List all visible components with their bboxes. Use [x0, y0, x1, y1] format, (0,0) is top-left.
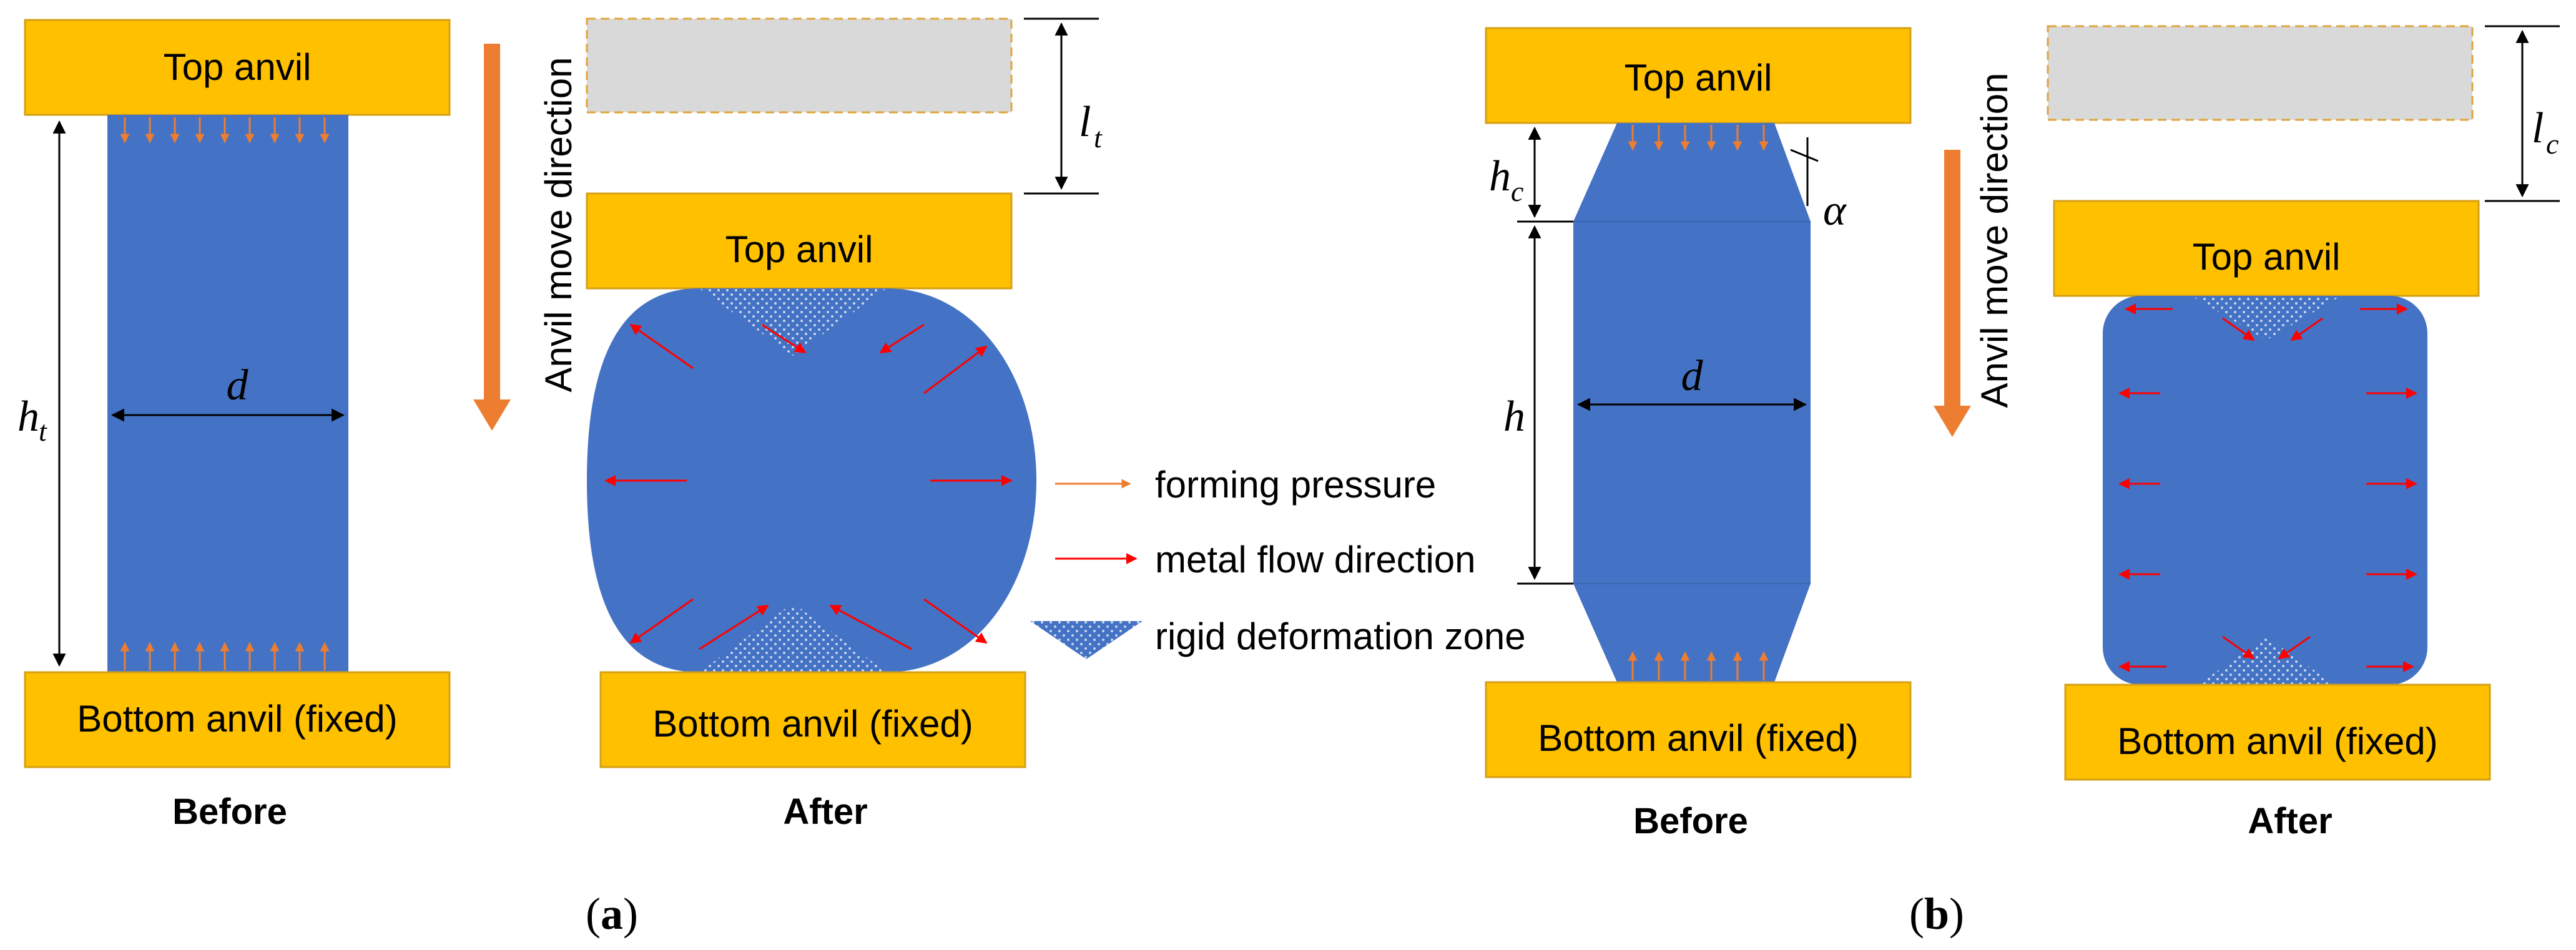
legend-rigid-zone-swatch-icon: [1030, 621, 1143, 659]
flow-arrow-icon: [761, 323, 807, 354]
panel-b-before-angle-symbol: α: [1823, 187, 1847, 235]
legend: forming pressure metal flow direction ri…: [1030, 464, 1526, 659]
panel-b-before-top-pressure-arrows: [1628, 125, 1769, 151]
legend-forming-pressure-label: forming pressure: [1155, 464, 1436, 506]
flow-arrow-icon: [629, 323, 694, 370]
panel-b-before-cone-height-symbol: h: [1489, 152, 1511, 200]
panel-a-after-caption: After: [783, 791, 867, 832]
flow-arrow-icon: [699, 604, 769, 650]
panel-b-after-caption: After: [2248, 801, 2332, 841]
panel-a-before-top-anvil: [24, 19, 451, 116]
panel-b-move-direction-label: Anvil move direction: [1974, 73, 2015, 408]
legend-rigid-zone-label: rigid deformation zone: [1155, 615, 1526, 657]
panel-a-after-bottom-anvil-label: Bottom anvil (fixed): [652, 703, 973, 745]
panel-a-after-bottom-rigid-zone: [699, 603, 887, 672]
panel-a-move-direction-label: Anvil move direction: [538, 57, 579, 393]
panel-b-before-caption: Before: [1633, 801, 1748, 841]
panel-a-label: (a): [586, 889, 638, 939]
panel-a-before-bottom-pressure-arrows: [120, 642, 330, 670]
flow-arrow-icon: [2222, 635, 2255, 660]
panel-a-after-stroke-subscript: t: [1094, 122, 1103, 154]
panel-a-after: l t Top anvil Bottom anvil (fixed) After: [586, 17, 1103, 832]
panel-a-after-stroke-symbol: l: [1079, 98, 1091, 146]
panel-b-label: (b): [1909, 889, 1964, 939]
panel-b-after-top-rigid-zone: [2191, 296, 2341, 340]
panel-a-before-bottom-anvil: [24, 671, 451, 768]
panel-a-after-barrelled-billet: [587, 288, 1036, 672]
panel-b-before-angle-pointer: [1790, 149, 1819, 162]
panel-b-after-top-anvil-label: Top anvil: [2193, 236, 2341, 278]
panel-b-before-chamfered-billet: [1573, 123, 1811, 682]
panel-a-after-bottom-anvil: [599, 671, 1026, 768]
flow-arrow-icon: [2290, 317, 2323, 341]
flow-arrow-icon: [2278, 635, 2311, 660]
panel-b-before-bottom-anvil: [1485, 681, 1912, 778]
panel-b-before-cone-height-subscript: c: [1511, 175, 1523, 207]
panel-a-after-top-rigid-zone: [699, 288, 887, 356]
panel-a-before-billet: [107, 115, 348, 672]
panel-b-after-bottom-anvil: [2064, 683, 2491, 781]
panel-b-after-ghost-anvil: [2047, 25, 2474, 121]
panel-b-move-direction: Anvil move direction: [1934, 73, 2015, 437]
panel-b-before-top-anvil-label: Top anvil: [1625, 57, 1772, 99]
panel-b-move-arrowhead-icon: [1934, 406, 1971, 437]
flow-arrow-icon: [879, 323, 925, 354]
flow-arrow-icon: [629, 598, 694, 644]
legend-metal-flow-label: metal flow direction: [1155, 539, 1476, 580]
panel-a-before-caption: Before: [172, 791, 287, 832]
panel-a-before-height-symbol: h: [17, 393, 39, 441]
panel-a-before-bottom-anvil-label: Bottom anvil (fixed): [77, 698, 398, 740]
panel-a-after-top-anvil: [586, 192, 1013, 290]
panel-b-before-diameter-symbol: d: [1681, 352, 1704, 400]
panel-a-move-arrowhead-icon: [473, 399, 511, 431]
panel-b-before: Top anvil Bottom anvil (fixed) h c h d α…: [1485, 27, 1912, 841]
flow-arrow-icon: [2222, 317, 2255, 341]
panel-a-before-top-pressure-arrows: [120, 117, 330, 144]
panel-b-after-top-anvil: [2053, 200, 2480, 297]
panel-a-before-top-anvil-label: Top anvil: [164, 46, 312, 88]
panel-b-after: l c Top anvil Bottom anvil (fixed) After: [2047, 25, 2560, 841]
panel-a-before: Top anvil Bottom anvil (fixed) h t d Bef…: [17, 19, 451, 832]
panel-b-after-bottom-rigid-zone: [2198, 637, 2335, 685]
flow-arrow-icon: [923, 598, 988, 644]
panel-b-after-stroke-subscript: c: [2546, 128, 2559, 160]
panel-b-after-bottom-anvil-label: Bottom anvil (fixed): [2117, 720, 2438, 762]
panel-a-before-diameter-symbol: d: [227, 361, 249, 409]
panel-a-after-ghost-anvil: [586, 17, 1013, 114]
panel-a-move-direction: Anvil move direction: [473, 44, 579, 431]
panel-b-before-body-height-symbol: h: [1503, 393, 1525, 441]
flow-arrow-icon: [923, 345, 988, 394]
panel-b-before-bottom-pressure-arrows: [1628, 651, 1769, 680]
panel-a-after-top-anvil-label: Top anvil: [725, 228, 873, 270]
flow-arrow-icon: [829, 604, 912, 650]
panel-a-before-height-subscript: t: [39, 415, 47, 447]
panel-b-after-deformed-billet: [2103, 296, 2427, 685]
panel-b-before-bottom-anvil-label: Bottom anvil (fixed): [1538, 717, 1859, 759]
panel-b-after-stroke-symbol: l: [2532, 104, 2544, 152]
panel-b-after-flow-arrows: [2118, 303, 2417, 672]
panel-a-after-flow-arrows: [604, 323, 1013, 650]
